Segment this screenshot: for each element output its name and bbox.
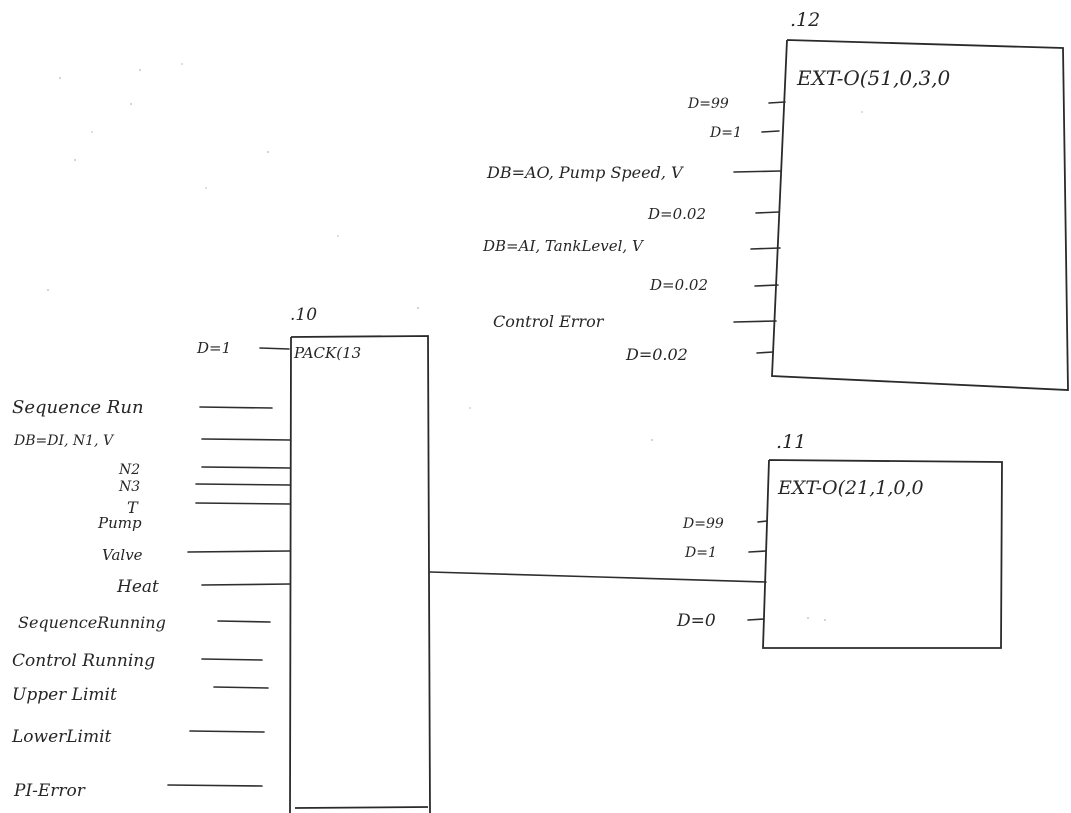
ext11-block: .11 EXT-O(21,1,0,0 D=99 D=1 D=0 (676, 431, 1003, 649)
pack-input-label: DB=DI, N1, V (13, 433, 115, 449)
pack-input-label: SequenceRunning (18, 613, 166, 632)
pack-input-label: LowerLimit (11, 727, 112, 747)
pack-input-wire (201, 438, 291, 441)
pack-input-wire (199, 406, 273, 409)
pack-input-wire (167, 784, 263, 787)
ext12-input-label: D=0.02 (647, 205, 706, 223)
pack-block-name: PACK(13 (293, 344, 361, 362)
ext12-input-wire (754, 284, 779, 287)
ext12-input-wire (733, 320, 777, 323)
ext12-input-wire (761, 130, 780, 133)
ext11-input-label: D=1 (684, 545, 717, 561)
ext11-input-wire (757, 520, 768, 523)
ext12-input-label: DB=AO, Pump Speed, V (486, 163, 684, 182)
pack-input-label: Sequence Run (12, 397, 144, 418)
pack-input-label: Heat (116, 577, 159, 597)
ext12-block: .12 EXT-O(51,0,3,0 D=99 D=1 DB=AO, Pump … (482, 9, 1069, 391)
ext12-input-label: Control Error (493, 312, 605, 331)
ext11-block-name: EXT-O(21,1,0,0 (777, 477, 924, 499)
ext12-block-box (771, 39, 1069, 391)
ext12-input-wire (750, 247, 781, 250)
pack-input-wire (217, 620, 271, 623)
connection-wire (429, 571, 767, 583)
pack-input-label: T (127, 498, 139, 517)
ext11-block-number: .11 (776, 431, 806, 453)
ext12-input-label: D=99 (687, 96, 729, 112)
pack-input-label: Pump (97, 514, 142, 532)
pack-input-label: Upper Limit (12, 685, 117, 705)
ext12-block-number: .12 (790, 9, 820, 31)
ext12-input-label: D=1 (709, 125, 742, 141)
pack-input-wire (195, 502, 291, 505)
ext11-block-box (762, 459, 1003, 649)
pack-input-wire (187, 550, 291, 553)
pack-input-wire (189, 730, 265, 733)
ext12-input-label: D=0.02 (649, 276, 708, 294)
pack-input-wire (213, 686, 269, 689)
ext12-input-wire (756, 351, 774, 354)
pack-input-label: N3 (118, 479, 140, 495)
pack-block-number: .10 (290, 305, 317, 325)
pack-top-input-wire (259, 347, 290, 350)
ext12-input-wire (733, 170, 781, 173)
pack-input-wire (201, 658, 263, 661)
ext12-input-label: DB=AI, TankLevel, V (482, 237, 645, 255)
ext12-input-wire (755, 211, 780, 214)
ext12-input-wire (768, 101, 786, 104)
pack-input-label: Valve (102, 546, 143, 564)
pack-input-label: N2 (118, 462, 140, 478)
paper-specks (47, 63, 863, 621)
ext12-input-label: D=0.02 (625, 345, 688, 364)
pack-block: .10 PACK(13 D=1 Sequence Run DB=DI, N1, … (11, 305, 431, 813)
pack-input-wire (201, 583, 291, 586)
ext11-input-wire (748, 550, 767, 553)
ext12-block-name: EXT-O(51,0,3,0 (796, 66, 951, 90)
pack-top-input-label: D=1 (196, 339, 231, 357)
pack-input-label: Control Running (12, 651, 155, 671)
ext11-input-label: D=0 (676, 611, 716, 631)
ext11-input-label: D=99 (682, 516, 724, 532)
pack-input-wire (195, 483, 291, 486)
pack-input-wire (201, 466, 291, 469)
pack-block-box (289, 335, 431, 813)
pack-input-label: PI-Error (13, 781, 86, 801)
ext11-input-wire (747, 618, 765, 621)
